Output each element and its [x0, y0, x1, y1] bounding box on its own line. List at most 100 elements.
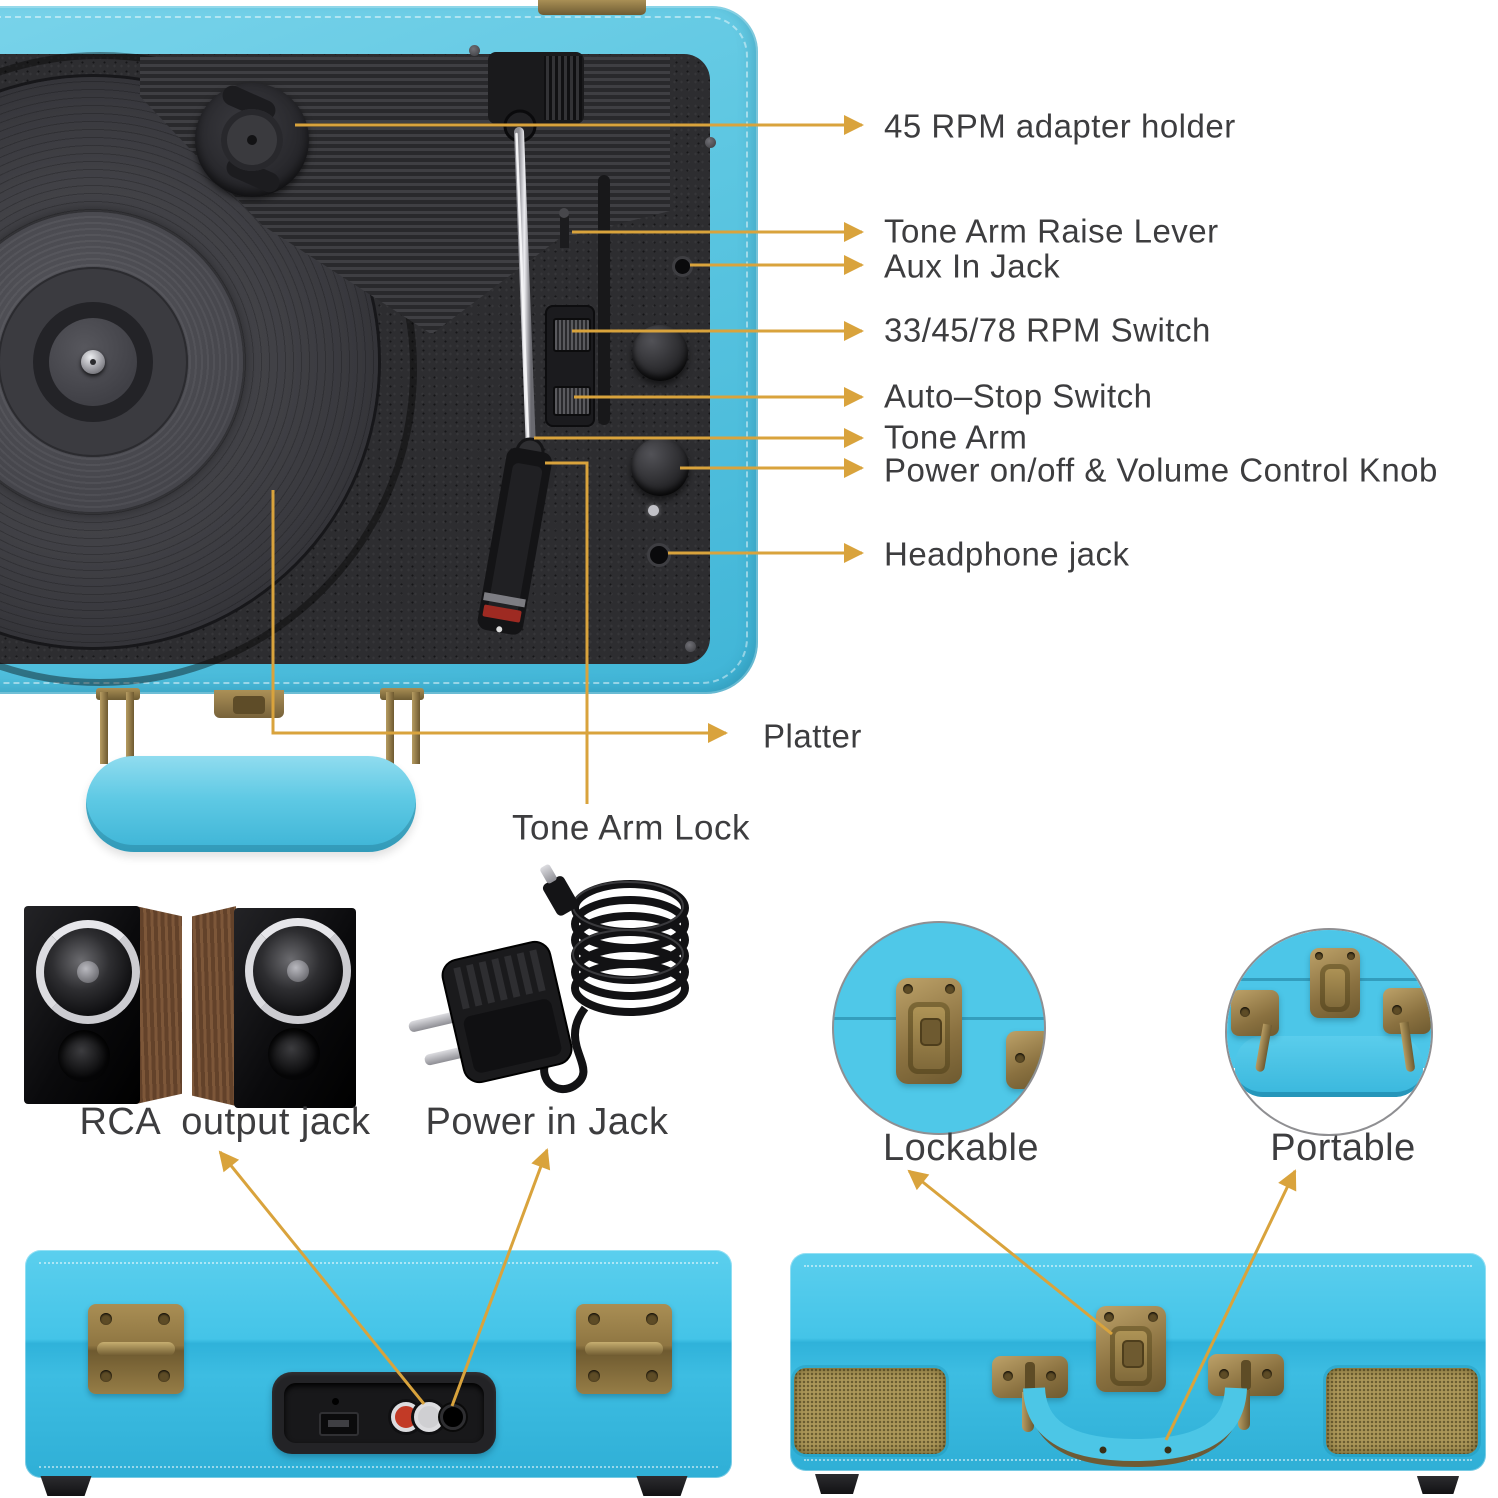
latch-clasp	[233, 696, 265, 714]
screw	[1148, 1312, 1158, 1322]
plug-pin	[408, 1012, 457, 1032]
callout-label-platter: Platter	[763, 717, 862, 755]
hinge-barrel	[585, 1342, 663, 1356]
rubber-foot	[40, 1476, 92, 1496]
label-lockable: Lockable	[882, 1127, 1040, 1169]
latch-slot	[1122, 1340, 1144, 1368]
adapter-hole	[247, 135, 257, 145]
bracket-hook	[1238, 1390, 1250, 1430]
latch-plate	[896, 978, 962, 1084]
screw	[1262, 1369, 1272, 1379]
label-portable: Portable	[1270, 1127, 1416, 1169]
closeup-lockable	[832, 921, 1046, 1135]
usb-port[interactable]	[319, 1412, 359, 1436]
screw	[158, 1370, 170, 1382]
port-panel	[272, 1372, 496, 1454]
callout-label-auto-stop: Auto–Stop Switch	[884, 377, 1153, 415]
bracket-slot	[1025, 1362, 1035, 1392]
screw	[158, 1313, 170, 1325]
latch-clasp[interactable]	[1320, 964, 1350, 1012]
rpm-speed-switch[interactable]	[553, 318, 591, 352]
front-latch	[1096, 1306, 1166, 1392]
headphone-jack[interactable]	[647, 543, 671, 567]
callout-label-tone-arm-lock: Tone Arm Lock	[512, 808, 750, 848]
speaker-left	[24, 902, 184, 1108]
latch-plate	[1310, 948, 1360, 1018]
pitch-knob[interactable]	[632, 325, 688, 381]
stitching	[39, 1262, 718, 1264]
callout-label-tone-arm: Tone Arm	[884, 418, 1028, 456]
hinge-top-icon	[538, 0, 646, 15]
screw	[1015, 1053, 1025, 1063]
rubber-foot	[815, 1474, 859, 1494]
rubber-foot	[1416, 1476, 1460, 1494]
auto-stop-switch[interactable]	[553, 386, 591, 416]
callout-label-adapter-holder: 45 RPM adapter holder	[884, 107, 1236, 145]
screw	[588, 1313, 600, 1325]
bracket-slot	[1241, 1360, 1251, 1390]
screw	[646, 1370, 658, 1382]
adapter-body	[408, 940, 573, 1084]
speaker-side-wood	[136, 906, 182, 1104]
power-led	[648, 505, 659, 516]
label-rca-output-jack: RCA output jack	[79, 1101, 371, 1143]
screw	[903, 984, 913, 994]
switch-panel	[545, 305, 595, 427]
power-in-jack[interactable]	[440, 1404, 466, 1430]
latch-partial	[1006, 1031, 1044, 1089]
latch-slot	[920, 1018, 942, 1046]
screw	[1219, 1369, 1229, 1379]
usb-tongue	[328, 1420, 349, 1427]
screw	[100, 1370, 112, 1382]
cable-tail	[540, 1005, 589, 1094]
cable-coil	[571, 880, 689, 1016]
power-adapter	[408, 864, 689, 1094]
screw	[1046, 1371, 1056, 1381]
stitching	[804, 1265, 1472, 1267]
screw	[1104, 1312, 1114, 1322]
callout-label-headphone: Headphone jack	[884, 535, 1130, 573]
aux-in-jack[interactable]	[672, 256, 693, 277]
handle-bracket-rod	[100, 692, 108, 764]
hinge-left-icon	[88, 1304, 184, 1394]
callout-label-aux-in: Aux In Jack	[884, 247, 1061, 285]
hinge-right-icon	[576, 1304, 672, 1394]
closeup-portable	[1225, 928, 1433, 1136]
bracket-hook	[1022, 1392, 1034, 1432]
screw	[685, 641, 696, 652]
woofer-icon	[36, 920, 140, 1024]
handle-bracket	[1231, 990, 1279, 1036]
callout-label-raise-lever: Tone Arm Raise Lever	[884, 212, 1219, 250]
carry-handle[interactable]	[86, 756, 416, 852]
screw	[469, 45, 480, 56]
case-latch-edge	[214, 690, 284, 718]
rpm-adapter-holder	[195, 82, 309, 197]
screw	[588, 1370, 600, 1382]
hinge-barrel	[97, 1342, 175, 1356]
stitching	[39, 1466, 718, 1468]
speaker-side-wood	[192, 906, 236, 1106]
screw	[945, 984, 955, 994]
stitching	[804, 1459, 1472, 1461]
screw	[646, 1313, 658, 1325]
screw	[1240, 1007, 1250, 1017]
plug-pin	[424, 1045, 472, 1066]
bass-port-icon	[58, 1030, 110, 1082]
handle-bracket-rod	[386, 692, 394, 764]
label-power-in-jack: Power in Jack	[425, 1101, 669, 1143]
turntable-top-photo	[0, 0, 900, 860]
handle-bracket-rod	[126, 692, 134, 764]
screw	[1392, 1005, 1402, 1015]
speaker-grille-left	[794, 1368, 946, 1454]
reset-hole	[332, 1398, 339, 1405]
spindle	[81, 350, 105, 374]
screw	[1315, 952, 1323, 960]
speaker-grille-right	[1326, 1368, 1478, 1454]
callout-label-rpm-switch: 33/45/78 RPM Switch	[884, 311, 1211, 349]
callout-label-power-volume: Power on/off & Volume Control Knob	[884, 451, 1438, 489]
screw	[1347, 952, 1355, 960]
screw	[1003, 1371, 1013, 1381]
rubber-foot	[636, 1476, 688, 1496]
screw	[100, 1313, 112, 1325]
volume-knob[interactable]	[631, 438, 689, 496]
